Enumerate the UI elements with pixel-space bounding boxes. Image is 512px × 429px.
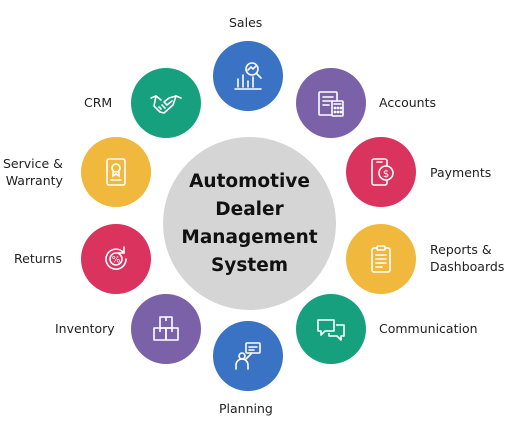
- service-node: [81, 137, 151, 207]
- certificate-icon: [106, 158, 126, 186]
- chat-bubbles-icon: [317, 319, 345, 341]
- svg-text:%: %: [112, 256, 121, 266]
- mobile-payment-icon: $: [371, 158, 394, 186]
- service-label: Service & Warranty: [3, 156, 63, 188]
- accounts-label: Accounts: [379, 95, 436, 110]
- returns-node: %: [81, 224, 151, 294]
- hub-title-line: Automotive: [189, 170, 310, 192]
- boxes-icon: [153, 316, 179, 341]
- clipboard-report-icon: [371, 245, 391, 273]
- sales-node: [213, 41, 283, 111]
- bar-chart-magnifier-icon: [234, 62, 262, 90]
- hub-title-line: Dealer: [215, 198, 284, 220]
- percent-return-icon: %: [105, 246, 127, 270]
- planning-person-icon: [235, 342, 261, 370]
- inventory-label: Inventory: [55, 321, 115, 336]
- crm-label: CRM: [84, 95, 113, 110]
- hub-title-line: System: [210, 254, 289, 276]
- payments-label: Payments: [430, 165, 492, 180]
- planning-label: Planning: [219, 401, 273, 416]
- handshake-icon: [150, 95, 182, 114]
- planning-node: [213, 321, 283, 391]
- communication-node: [296, 294, 366, 364]
- hub-title-line: Management: [181, 226, 318, 248]
- returns-label: Returns: [14, 251, 62, 266]
- svg-text:$: $: [383, 169, 389, 180]
- reports-label: Reports & Dashboards: [430, 242, 505, 274]
- central-hub: Automotive Dealer Management System: [163, 137, 336, 310]
- inventory-node: [131, 294, 201, 364]
- communication-label: Communication: [379, 321, 478, 336]
- accounts-node: [296, 68, 366, 138]
- sales-label: Sales: [229, 15, 263, 30]
- crm-node: [131, 68, 201, 138]
- ledger-calculator-icon: [318, 91, 344, 117]
- payments-node: $: [346, 137, 416, 207]
- hub-title: Automotive Dealer Management System: [181, 168, 317, 280]
- reports-node: [346, 224, 416, 294]
